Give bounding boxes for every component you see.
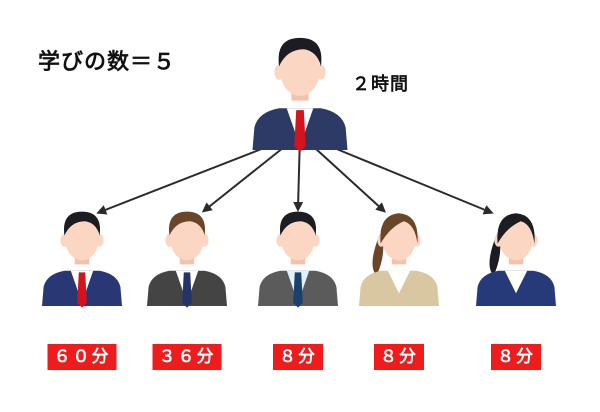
learner-figure-1: [42, 211, 122, 308]
arrow-to-learner-5: [333, 147, 494, 215]
learner-figure-1-tie: [77, 272, 87, 308]
teacher-time-label: ２時間: [352, 74, 409, 95]
arrow-to-learner-3: [293, 147, 304, 212]
teacher-figure-face: [280, 44, 320, 96]
learner-figure-3-hair: [279, 211, 317, 236]
arrow-to-learner-2: [201, 147, 284, 213]
learner-figure-3-face: [281, 217, 315, 261]
learner-figure-2-hair: [168, 211, 206, 236]
diagram-title: 学びの数＝５: [38, 50, 177, 75]
learner-figure-5: [476, 213, 556, 306]
learner-figure-4-shirt: [387, 270, 411, 294]
learner-figure-2: [147, 211, 227, 308]
teacher-figure-hair: [278, 37, 322, 67]
learner-figure-2-tie: [182, 272, 192, 308]
teacher-figure-tie: [294, 110, 306, 152]
learner-figure-5-shirt: [504, 270, 528, 294]
arrow-to-learner-1: [96, 147, 265, 215]
learner-figure-3-tie: [293, 272, 303, 308]
arrow-to-learner-4: [314, 147, 386, 213]
learner-figure-5-hair: [497, 213, 535, 244]
learner-time-badge-1: ６０分: [47, 344, 117, 370]
learner-figure-3: [258, 211, 338, 308]
learner-time-badge-4: ８分: [374, 344, 424, 370]
learner-figure-1-face: [65, 217, 99, 261]
learner-time-badge-5: ８分: [491, 344, 541, 370]
people-group: [42, 37, 556, 308]
learner-figure-2-face: [170, 217, 204, 261]
learner-time-badge-3: ８分: [273, 344, 323, 370]
learner-time-badge-2: ３６分: [152, 344, 222, 370]
arrows-group: [96, 147, 494, 215]
teacher-figure: [252, 37, 348, 152]
learner-figure-4-hair: [380, 213, 418, 244]
learner-figure-4: [359, 213, 439, 306]
learner-figure-1-hair: [63, 211, 101, 236]
